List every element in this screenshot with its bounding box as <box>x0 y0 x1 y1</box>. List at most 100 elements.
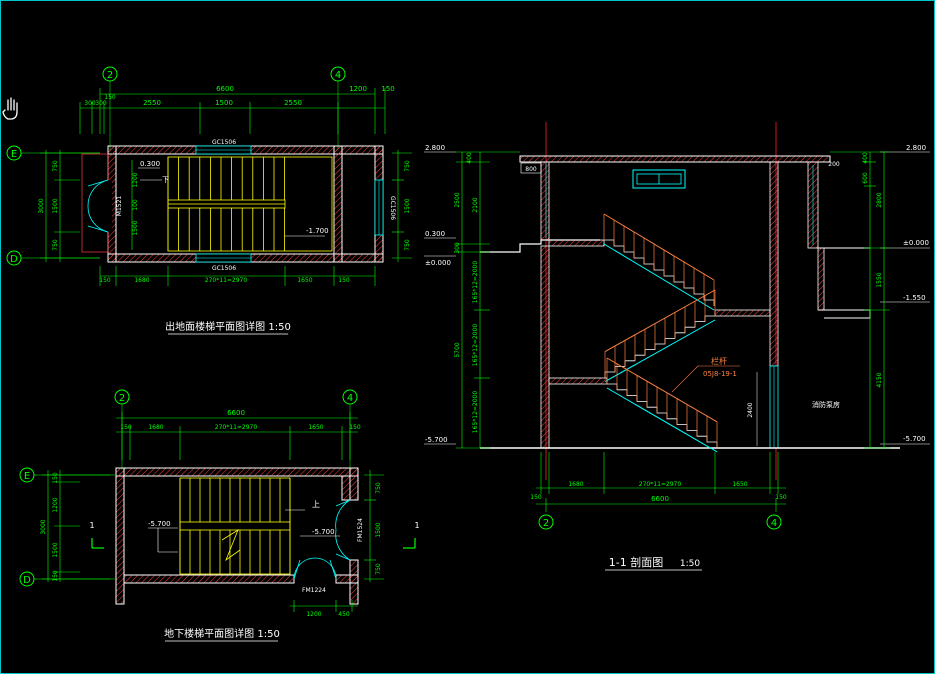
dim-text: 1500 <box>132 220 139 235</box>
section-mark-label: 1 <box>414 521 419 530</box>
dim-text: 150 <box>530 494 542 501</box>
window-right: GC1506 <box>374 179 396 236</box>
window-top: GC1506 <box>195 139 252 155</box>
section-title: 1-1 剖面图 <box>609 555 663 569</box>
stair-flight-profile <box>604 315 715 378</box>
stair-flight-slab <box>606 387 718 453</box>
dim-text: 750 <box>375 563 382 575</box>
dim-text: 4150 <box>876 372 883 387</box>
dim-text: 1500 <box>404 198 411 213</box>
section-mark-label: 1 <box>89 521 94 530</box>
stair-railing <box>606 357 718 423</box>
dim-text: 1500 <box>52 198 59 213</box>
section-scale: 1:50 <box>680 559 700 569</box>
elevation-label: 2.800 <box>425 144 445 152</box>
stair-railing <box>603 213 715 281</box>
dim-text: 1680 <box>568 481 583 488</box>
top-plan: 2 4 E D 6600 1200 150 300 300 150 2550 1… <box>6 66 412 335</box>
elevation-label: -5.700 <box>425 436 448 444</box>
door-right: FM1524 <box>335 499 364 561</box>
dim-text: 1200 <box>132 172 139 187</box>
dim-text: 2100 <box>472 197 479 212</box>
dim-text: 300 <box>454 242 461 254</box>
dim-text: 150 <box>52 472 59 484</box>
dim-text: 1200 <box>349 85 367 93</box>
dim-text: 1650 <box>297 277 312 284</box>
dim-text: 1200 <box>306 611 321 618</box>
dim-text: 150 <box>99 277 111 284</box>
dim-text: 1500 <box>52 542 59 557</box>
dim-text: 165*12=2000 <box>472 261 479 304</box>
dim-text: 150 <box>338 277 350 284</box>
elevation-label: 2.800 <box>906 144 926 152</box>
dim-text: 750 <box>52 160 59 172</box>
axis-label: 2 <box>543 518 549 529</box>
note-ref: 05J8-19-1 <box>703 370 737 378</box>
dim-text: 150 <box>775 494 787 501</box>
elevation-label: -5.700 <box>148 520 171 528</box>
section-axis-2: 2 <box>538 514 554 530</box>
dim-text: 300 <box>95 100 107 107</box>
dim-text: 2800 <box>876 192 883 207</box>
elevation-label: -1.550 <box>903 294 926 302</box>
door-bottom: FM1224 <box>293 557 337 594</box>
axis-label: E <box>11 149 17 160</box>
section-axis-4: 4 <box>766 514 782 530</box>
stair-flight-profile <box>604 239 715 306</box>
dim-text: 750 <box>404 160 411 172</box>
axis-label: 4 <box>335 70 341 81</box>
dim-text: 1550 <box>876 272 883 287</box>
dim-text: 1680 <box>148 424 163 431</box>
note-label: 栏杆 <box>711 356 727 366</box>
dim-text: 1650 <box>732 481 747 488</box>
dim-text: 1500 <box>215 99 233 107</box>
stair-bottom-plan: 上 <box>179 477 320 575</box>
section-mark-right: 1 <box>403 521 420 549</box>
elevation-label: 0.300 <box>140 160 160 168</box>
door-label: FM1524 <box>357 518 364 542</box>
elevation-label: -1.700 <box>306 227 329 235</box>
dim-text: 2550 <box>143 99 161 107</box>
section-1-1: 800 200 2400 栏杆 05J8-19-1 消防泵房 2.800 0.3… <box>424 122 930 571</box>
dim-text: 1680 <box>134 277 149 284</box>
window-bottom: GC1506 <box>195 253 252 272</box>
bottom-plan: 2 4 E D 6600 150 1680 270*11=2970 <box>19 389 420 642</box>
dim-text: 165*12=2000 <box>472 324 479 367</box>
elevation-label: ±0.000 <box>903 239 929 247</box>
stair-railing <box>604 289 716 353</box>
dim-text: 6600 <box>216 85 234 93</box>
axis-label: E <box>24 471 30 482</box>
dim-text: 150 <box>52 570 59 582</box>
section-label: 200 <box>828 161 840 168</box>
arrow-label: 上 <box>312 500 320 509</box>
section-stair-flights <box>603 213 718 453</box>
door-label: FM1224 <box>302 587 326 594</box>
dim-text: 1200 <box>52 497 59 512</box>
dim-text: 150 <box>349 424 361 431</box>
axis-label: 2 <box>119 393 125 404</box>
dim-text: 450 <box>338 611 350 618</box>
dim-text: 750 <box>52 239 59 251</box>
dim-text: 150 <box>104 94 116 101</box>
elevation-label: ±0.000 <box>425 259 451 267</box>
window-label: GC1506 <box>389 196 396 220</box>
door-label: M1521 <box>116 196 123 217</box>
dim-text: 600 <box>862 172 869 184</box>
dim-text: 165*12=2000 <box>472 391 479 434</box>
stair-top-plan: 下 <box>140 156 333 252</box>
stair-flight-slab <box>604 319 716 383</box>
dim-text: 270*11=2970 <box>215 424 258 431</box>
dim-text: 5700 <box>454 342 461 357</box>
dim-text: 100 <box>132 199 139 211</box>
axis-label: D <box>10 254 18 265</box>
dim-text: 750 <box>375 482 382 494</box>
dim-text: 6600 <box>651 495 669 503</box>
hand-cursor-icon <box>2 97 18 120</box>
stair-flight-slab <box>603 243 715 311</box>
dim-text: 750 <box>404 239 411 251</box>
dim-text: 6600 <box>227 409 245 417</box>
elevation-label: -5.700 <box>312 528 335 536</box>
section-mark-left: 1 <box>89 521 104 549</box>
dim-text: 300 <box>84 100 96 107</box>
